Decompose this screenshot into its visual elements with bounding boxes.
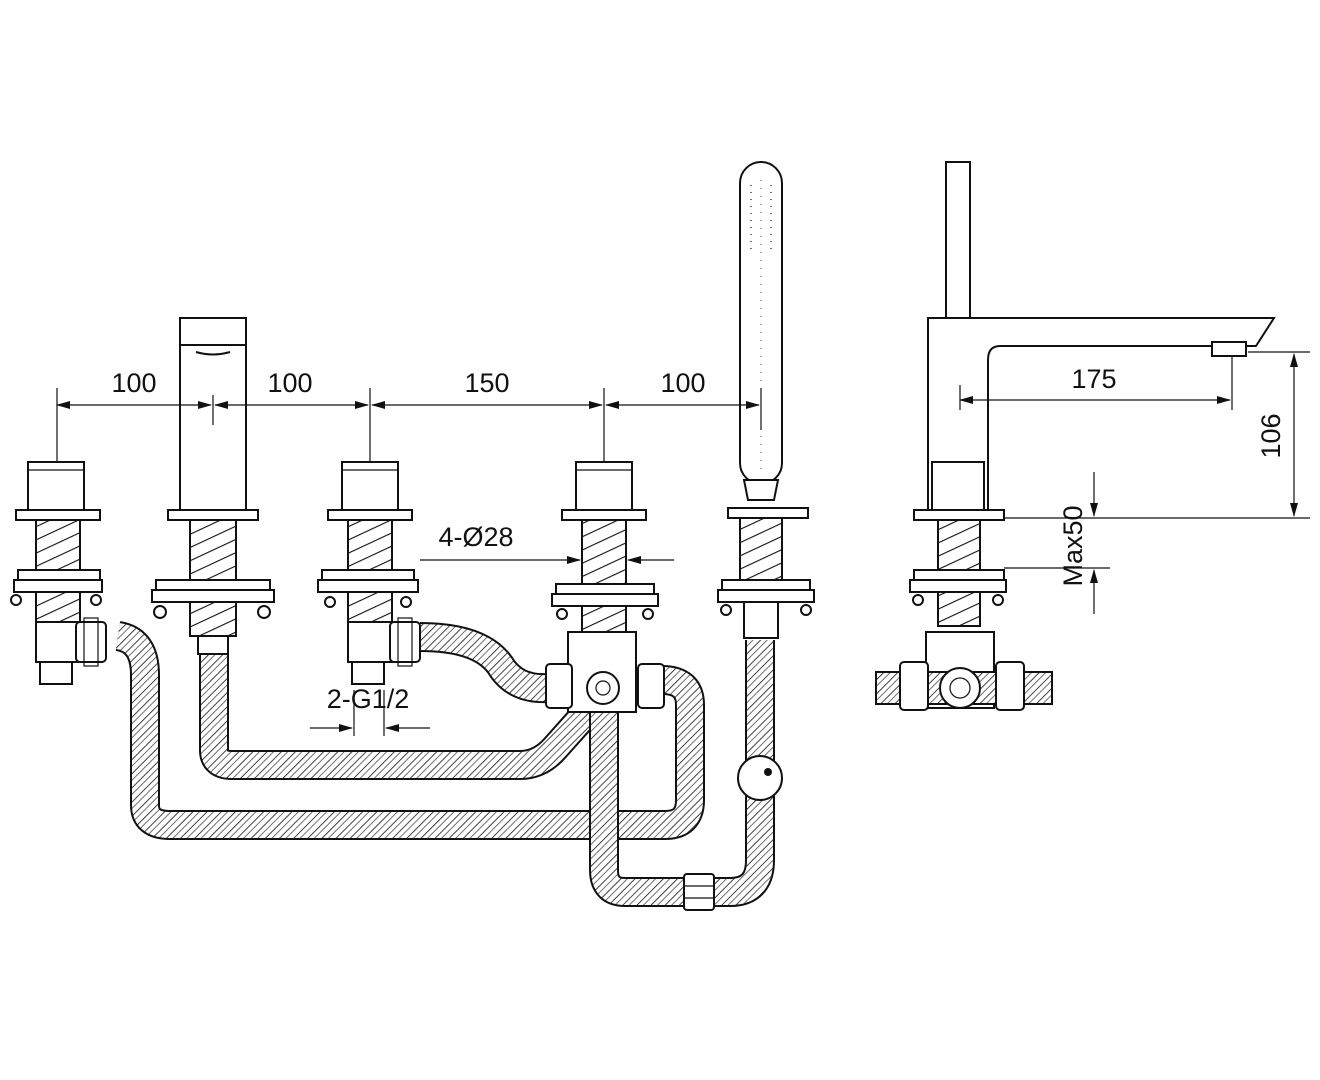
dim-deck-thickness: Max50 (1058, 505, 1088, 586)
dim-hole-diameter: 4-Ø28 (438, 522, 513, 552)
hose-group (114, 621, 775, 907)
side-view (875, 161, 1276, 711)
hand-shower (683, 161, 815, 911)
spout-front (151, 317, 275, 655)
diverter-valve (545, 461, 665, 713)
dimension-lines (56, 351, 1310, 736)
dim-connection-thread: 2-G1/2 (327, 684, 410, 714)
dim-spacing-3: 150 (464, 368, 509, 398)
dim-spacing-1: 100 (111, 368, 156, 398)
dimension-labels: 100 100 150 100 4-Ø28 2-G1/2 175 106 Max… (111, 364, 1286, 714)
dim-spout-height: 106 (1256, 413, 1286, 458)
dim-spout-reach: 175 (1071, 364, 1116, 394)
left-valve (10, 461, 107, 685)
dim-spacing-2: 100 (267, 368, 312, 398)
dim-spacing-4: 100 (660, 368, 705, 398)
middle-valve (317, 461, 421, 685)
